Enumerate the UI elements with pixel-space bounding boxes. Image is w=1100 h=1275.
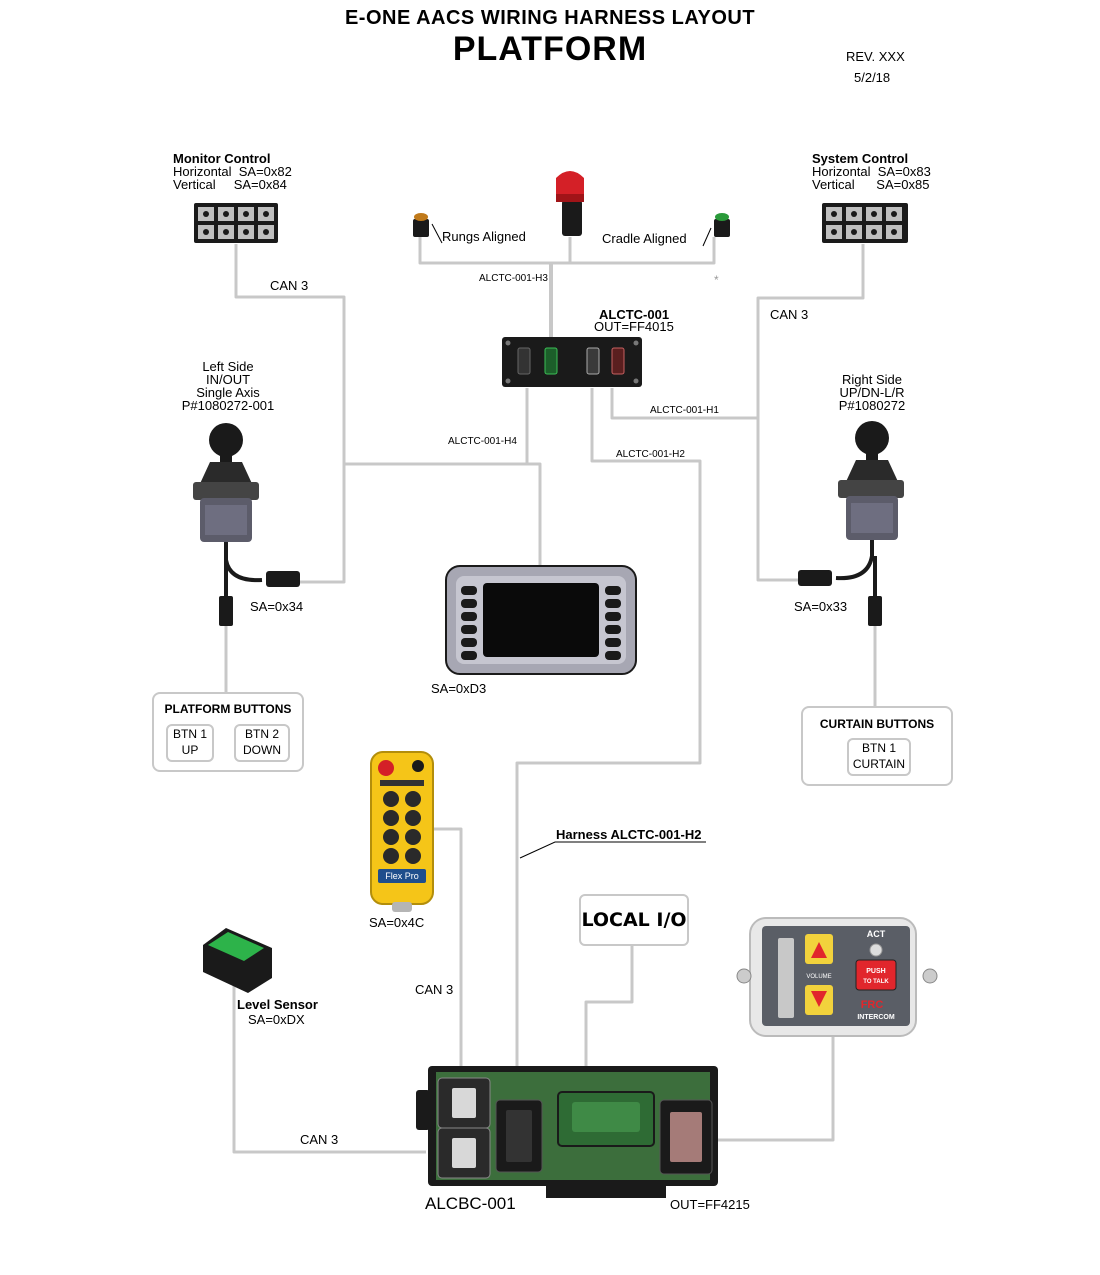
curtain-button-line1: BTN 1: [861, 741, 896, 755]
level-sensor-title: Level Sensor: [237, 997, 318, 1012]
right-joystick-sa: SA=0x33: [794, 599, 848, 614]
remote-sa: SA=0x4C: [369, 915, 425, 930]
can3-system-label: CAN 3: [770, 307, 809, 322]
curtain-button[interactable]: BTN 1 CURTAIN: [847, 738, 911, 776]
right-joystick-part: P#1080272: [838, 398, 906, 413]
wire-h4: [344, 388, 529, 466]
curtain-buttons-title: CURTAIN BUTTONS: [819, 717, 935, 731]
left-joystick-side: Left Side: [202, 359, 254, 374]
alctc-out-label: OUT=FF4015: [594, 319, 674, 334]
platform-button-down-line1: BTN 2: [244, 727, 279, 741]
wire-intercom: [716, 1035, 835, 1142]
wire-remote: [430, 827, 463, 1068]
platform-button-down[interactable]: BTN 2 DOWN: [234, 724, 290, 762]
intercom-push-label: PUSH: [866, 968, 885, 975]
monitor-control-title: Monitor Control: [173, 151, 271, 166]
monitor-control-connector[interactable]: [194, 203, 278, 243]
platform-button-up[interactable]: BTN 1 UP: [166, 724, 214, 762]
right-joystick-icon[interactable]: [798, 421, 904, 626]
system-control-vertical: Vertical SA=0x85: [812, 177, 930, 192]
left-joystick-function: IN/OUT: [205, 372, 251, 387]
left-joystick-axis: Single Axis: [196, 385, 260, 400]
alcbc-out-label: OUT=FF4215: [670, 1197, 750, 1212]
curtain-button-line2: CURTAIN: [852, 757, 906, 771]
can3-remote-label: CAN 3: [415, 982, 454, 997]
platform-button-down-line2: DOWN: [243, 743, 281, 757]
can3-level-label: CAN 3: [300, 1132, 339, 1147]
intercom-to-talk-label: TO TALK: [863, 979, 889, 985]
wire-h4-display: [527, 462, 542, 565]
alctc-name-label: ALCTC-001: [599, 307, 670, 322]
left-joystick-part: P#1080272-001: [181, 398, 275, 413]
display-sa: SA=0xD3: [431, 681, 487, 696]
local-io-box: LOCAL I/O: [579, 894, 689, 946]
wire-monitor-can3: [234, 244, 346, 584]
intercom-panel[interactable]: [736, 917, 938, 1037]
can3-monitor-label: CAN 3: [270, 278, 309, 293]
remote-brand-label: Flex Pro: [385, 871, 419, 881]
level-sensor-sa: SA=0xDX: [248, 1012, 305, 1027]
system-control-title: System Control: [812, 151, 909, 166]
right-joystick-side: Right Side: [842, 372, 902, 387]
platform-buttons-panel: PLATFORM BUTTONS BTN 1 UP BTN 2 DOWN: [152, 692, 304, 772]
alctc-module[interactable]: [502, 337, 642, 387]
wireless-remote-icon[interactable]: [370, 751, 434, 912]
intercom-volume-label: VOLUME: [806, 974, 831, 980]
platform-buttons-title: PLATFORM BUTTONS: [164, 702, 292, 716]
revision-label: REV. XXX: [846, 49, 905, 64]
intercom-brand2-label: INTERCOM: [857, 1014, 895, 1021]
level-sensor-icon[interactable]: [203, 928, 272, 993]
local-io-label: LOCAL I/O: [581, 909, 687, 931]
asterisk-mark: *: [714, 273, 719, 287]
wire-h1: [610, 244, 865, 420]
rungs-aligned-label: Rungs Aligned: [442, 229, 526, 244]
page-subtitle: PLATFORM: [452, 30, 648, 68]
wiring: [224, 237, 877, 1154]
wire-localio: [584, 945, 634, 1068]
system-control-connector[interactable]: [822, 203, 908, 243]
right-joystick-function: UP/DN-L/R: [839, 385, 905, 400]
platform-button-up-line1: BTN 1: [172, 727, 207, 741]
monitor-control-horizontal: Horizontal SA=0x82: [173, 164, 292, 179]
curtain-buttons-panel: CURTAIN BUTTONS BTN 1 CURTAIN: [801, 706, 953, 786]
monitor-control-vertical: Vertical SA=0x84: [173, 177, 287, 192]
harness-h1-label: ALCTC-001-H1: [650, 405, 719, 416]
alcbc-controller[interactable]: [416, 1066, 718, 1198]
date-label: 5/2/18: [854, 70, 891, 85]
wire-level: [232, 983, 426, 1154]
harness-leader-line: [519, 841, 706, 859]
harness-h3-label: ALCTC-001-H3: [479, 273, 548, 284]
wire-h3-rungs: [418, 237, 716, 265]
wire-h1-right-joy: [756, 418, 800, 582]
display-unit[interactable]: [445, 565, 637, 675]
system-control-horizontal: Horizontal SA=0x83: [812, 164, 931, 179]
intercom-brand-label: FRC: [861, 999, 884, 1011]
left-joystick-sa: SA=0x34: [250, 599, 304, 614]
wire-h2: [515, 388, 702, 1068]
page-title: E-ONE AACS WIRING HARNESS LAYOUT: [344, 7, 756, 29]
cradle-aligned-indicator-icon: [702, 213, 730, 247]
platform-button-up-line2: UP: [181, 743, 199, 757]
harness-h2-label: ALCTC-001-H2: [616, 449, 685, 460]
estop-button-icon[interactable]: [556, 171, 584, 236]
cradle-aligned-label: Cradle Aligned: [602, 231, 687, 246]
harness-h4-label: ALCTC-001-H4: [448, 436, 517, 447]
alcbc-name-label: ALCBC-001: [425, 1194, 516, 1213]
rungs-aligned-indicator-icon: [413, 213, 443, 244]
intercom-act-label: ACT: [867, 929, 886, 939]
left-joystick-icon[interactable]: [193, 423, 300, 626]
main-harness-label: Harness ALCTC-001-H2: [556, 827, 702, 842]
